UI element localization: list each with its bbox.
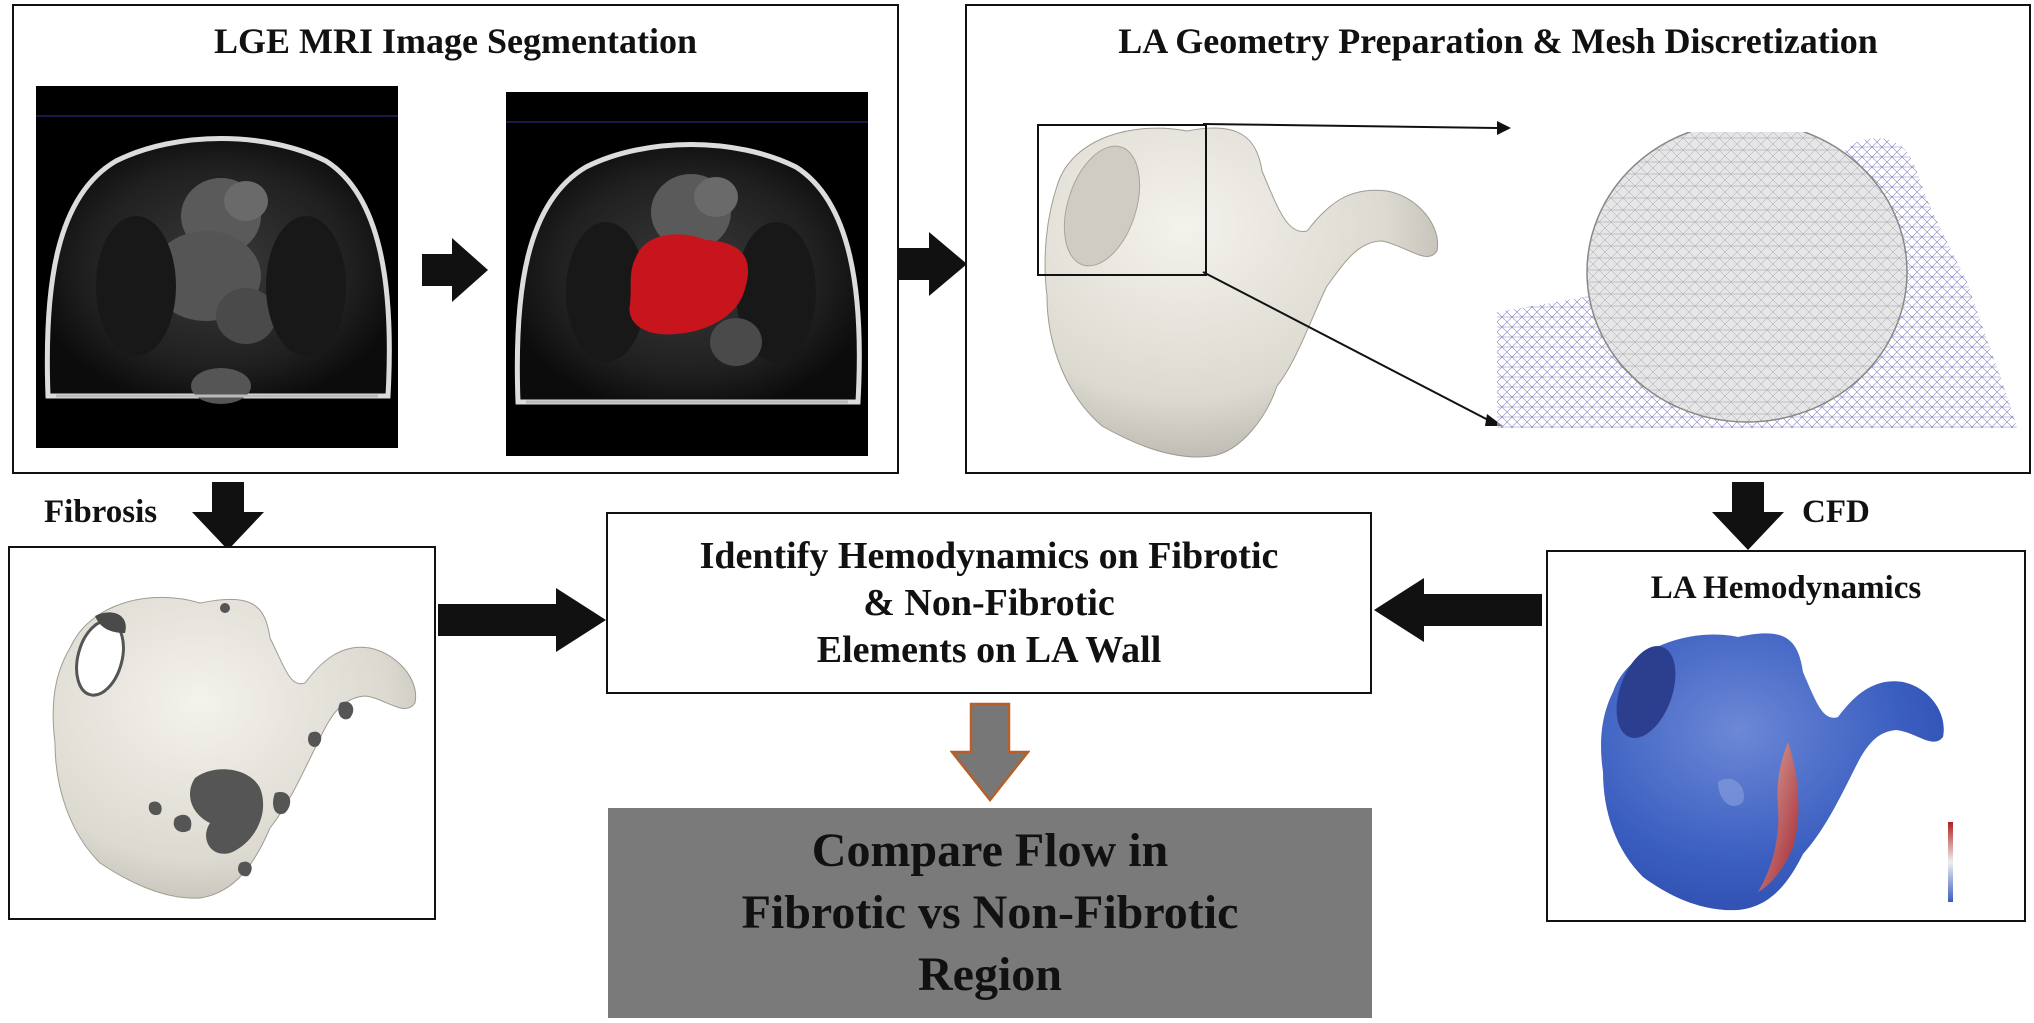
hemodynamics-panel: LA Hemodynamics: [1546, 550, 2026, 922]
fibrosis-panel: [8, 546, 436, 920]
identify-hemodynamics-box: Identify Hemodynamics on Fibrotic & Non-…: [606, 512, 1372, 694]
cfd-label: CFD: [1802, 494, 1870, 530]
fibrosis-label: Fibrosis: [44, 494, 158, 530]
arrow-right-icon: [897, 232, 967, 296]
center-line-1: Identify Hemodynamics on Fibrotic: [699, 534, 1279, 577]
la-fibrosis-model: [52, 596, 417, 899]
mesh-zoom-image: [1497, 132, 2017, 428]
zoom-region-box: [1037, 124, 1207, 276]
geometry-panel-title: LA Geometry Preparation & Mesh Discretiz…: [1118, 21, 1878, 61]
geometry-panel: LA Geometry Preparation & Mesh Discretiz…: [965, 4, 2031, 474]
hemodynamics-panel-title: LA Hemodynamics: [1650, 570, 1922, 606]
compare-flow-box: Compare Flow in Fibrotic vs Non-Fibrotic…: [608, 808, 1372, 1018]
result-line-1: Compare Flow in: [811, 824, 1169, 877]
arrow-right-icon: [422, 238, 488, 302]
segmentation-panel-title: LGE MRI Image Segmentation: [214, 21, 697, 61]
result-line-3: Region: [918, 948, 1062, 1001]
segmentation-panel: LGE MRI Image Segmentation: [12, 4, 899, 474]
la-hemodynamics-model: [1601, 633, 1953, 911]
arrow-left-icon: [1374, 578, 1542, 642]
mri-image-raw: [36, 86, 398, 448]
result-line-2: Fibrotic vs Non-Fibrotic: [741, 886, 1239, 939]
center-line-3: Elements on LA Wall: [816, 628, 1162, 671]
segmentation-mask: [629, 234, 749, 335]
arrow-right-icon: [438, 588, 606, 652]
arrow-down-icon: [192, 482, 264, 550]
mri-image-segmented: [506, 92, 868, 456]
arrow-down-icon: [1712, 482, 1784, 550]
arrow-down-icon: [950, 702, 1030, 802]
center-line-2: & Non-Fibrotic: [863, 581, 1115, 624]
